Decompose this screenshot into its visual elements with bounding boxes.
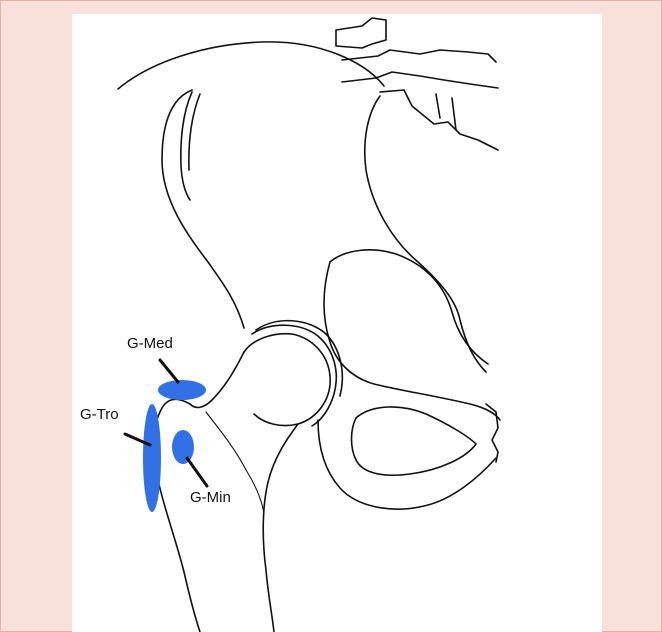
pubic-ramus-outline — [318, 420, 496, 509]
pubic-outline — [324, 262, 500, 420]
sacrum-outline — [336, 18, 386, 48]
obturator-upper-outline — [330, 250, 488, 364]
g-min-label: G-Min — [190, 489, 231, 506]
ilium-wing-outline — [162, 90, 244, 328]
g-med-marker — [158, 380, 206, 400]
g-min-marker — [172, 430, 194, 464]
femoral-head-outline — [244, 334, 330, 426]
g-tro-marker — [143, 404, 161, 512]
vertebra-outline-2 — [380, 90, 498, 150]
ilium-fossa-line-2 — [189, 94, 200, 170]
g-med-label: G-Med — [127, 335, 173, 352]
g-tro-label: G-Tro — [80, 406, 119, 423]
acetabulum-rim-outline — [252, 325, 336, 426]
femoral-neck-lower-outline — [263, 424, 298, 632]
obturator-foramen-outline — [352, 407, 477, 475]
vertebra-outline-3 — [436, 94, 456, 130]
g-med-leader-line — [160, 360, 178, 382]
g-min-leader-line — [187, 458, 207, 486]
femoral-neck-outline — [190, 352, 244, 407]
ilium-fossa-line — [181, 92, 192, 200]
